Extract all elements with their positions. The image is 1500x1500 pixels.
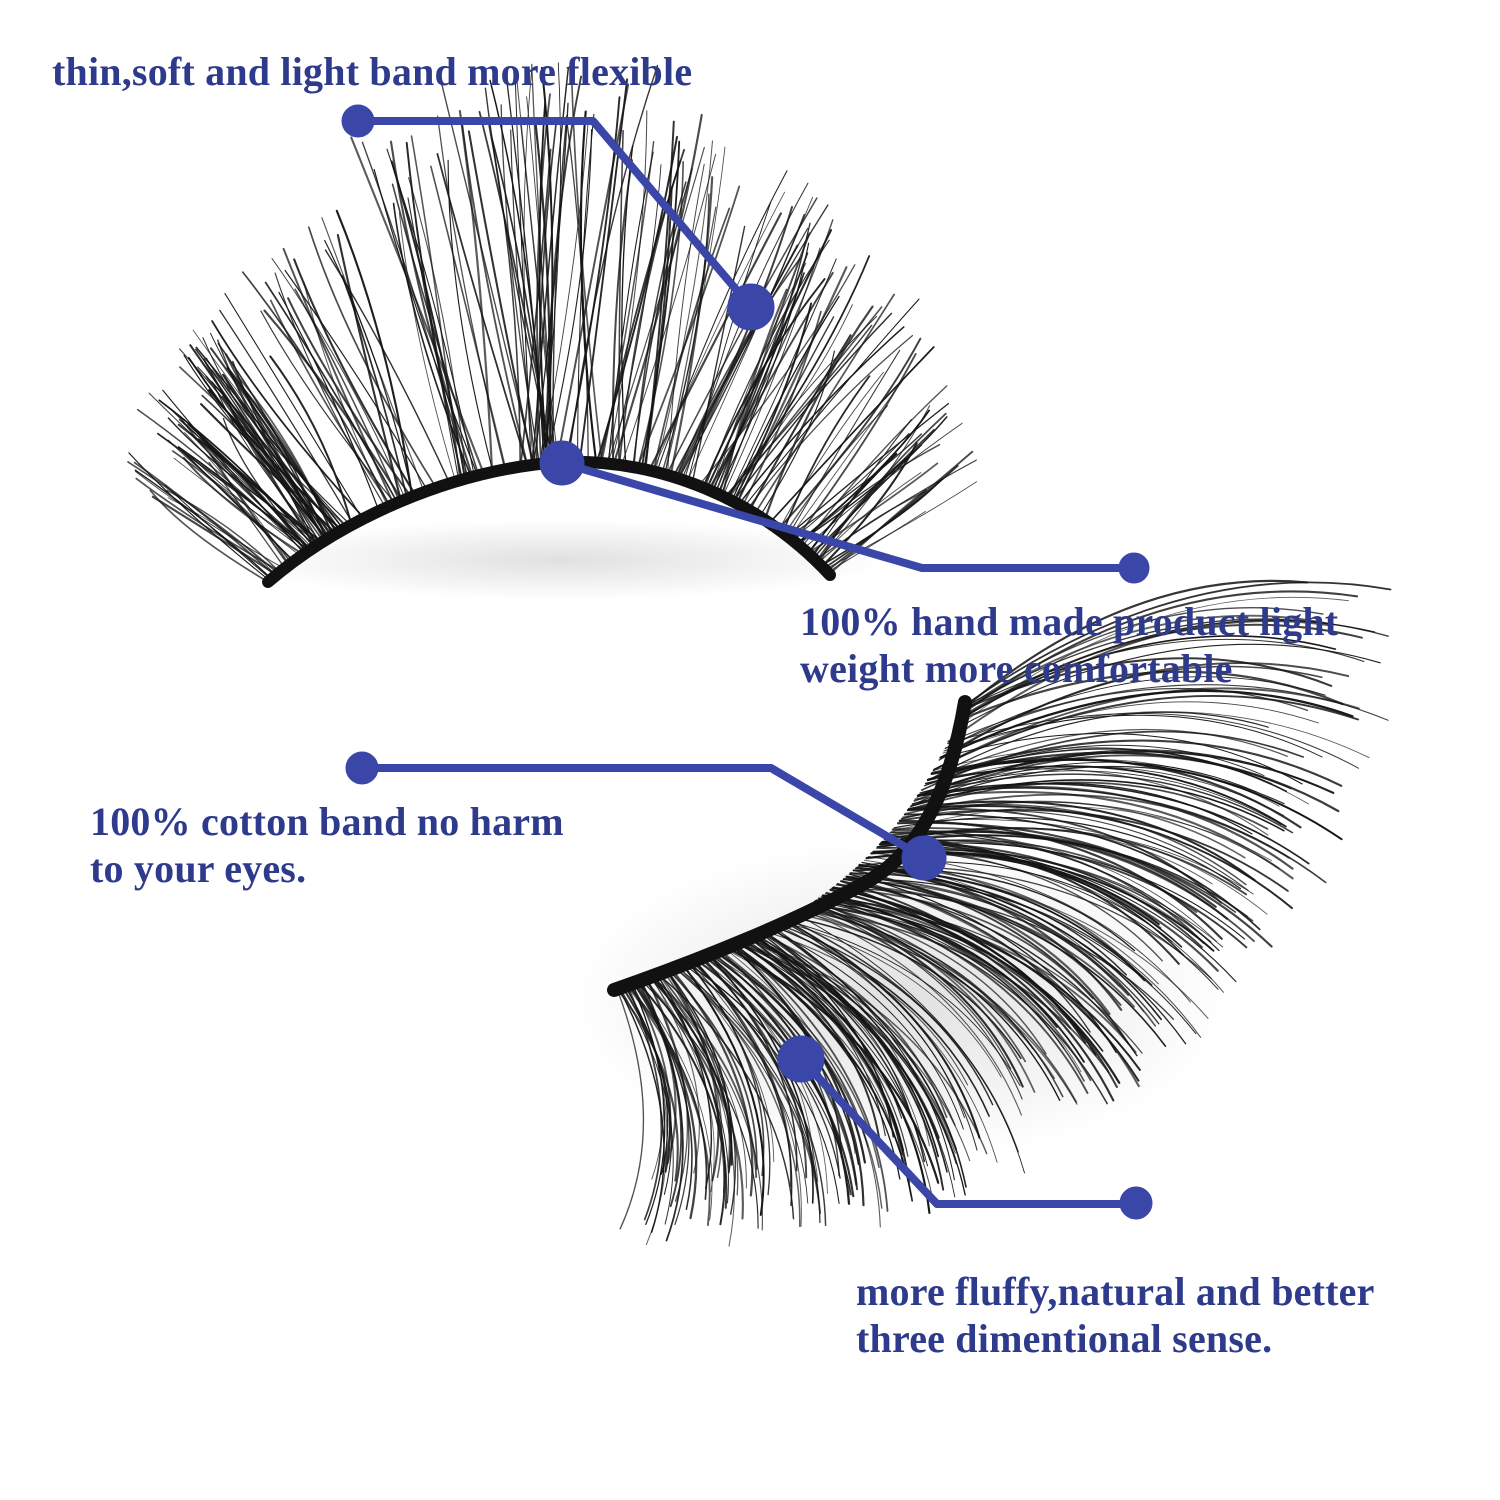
callout-text-line: weight more comfortable — [800, 646, 1233, 691]
callout-dot-small-icon — [1119, 1186, 1153, 1220]
callout-dot-large-icon — [901, 835, 947, 881]
upper-false-eyelash-image — [127, 62, 978, 600]
callout-label-handmade-lightweight: 100% hand made product light weight more… — [800, 598, 1338, 692]
lower-false-eyelash-image — [570, 579, 1392, 1247]
callout-text-line: to your eyes. — [90, 846, 307, 891]
callout-text-line: thin,soft and light band more flexible — [52, 49, 693, 94]
callout-label-band-flexibility: thin,soft and light band more flexible — [52, 48, 692, 95]
callout-dot-large-icon — [777, 1035, 825, 1083]
callout-text-line: 100% cotton band no harm — [90, 799, 564, 844]
callout-dot-large-icon — [727, 283, 775, 331]
callout-dot-large-icon — [539, 440, 585, 486]
callout-dot-small-icon — [341, 104, 375, 138]
callout-text-line: more fluffy,natural and better — [856, 1269, 1375, 1314]
callout-text-line: three dimentional sense. — [856, 1316, 1273, 1361]
callout-connector-1 — [341, 104, 775, 331]
callout-connector-2 — [539, 440, 1150, 584]
callout-dot-small-icon — [345, 751, 379, 785]
callout-dot-small-icon — [1118, 552, 1150, 584]
callout-label-fluffy-3d: more fluffy,natural and better three dim… — [856, 1268, 1375, 1362]
callout-connector-4 — [777, 1035, 1153, 1220]
callout-label-cotton-band: 100% cotton band no harm to your eyes. — [90, 798, 564, 892]
callout-text-line: 100% hand made product light — [800, 599, 1339, 644]
callout-connector-3 — [345, 751, 947, 881]
